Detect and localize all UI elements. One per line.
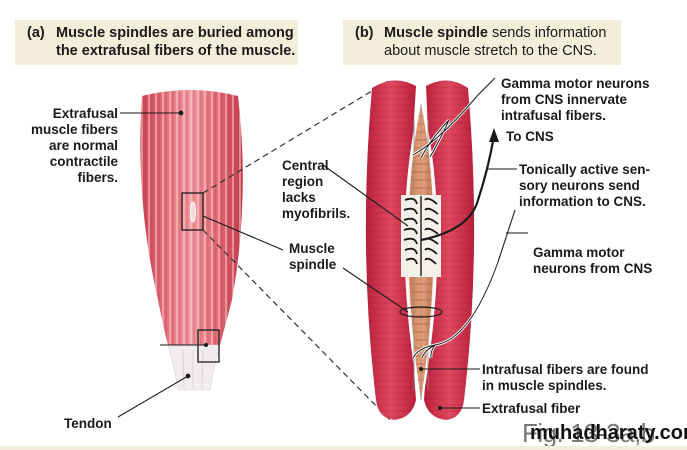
extrafusal-fiber-right bbox=[424, 80, 475, 420]
label-central-region: Central region lacks myofibrils. bbox=[282, 158, 351, 221]
label-gamma-motor-from-cns: Gamma motor neurons from CNS bbox=[533, 245, 653, 276]
caption-b-line2: about muscle stretch to the CNS. bbox=[384, 43, 597, 59]
caption-panel-a: (a) Muscle spindles are buried among the… bbox=[15, 20, 298, 65]
projection-line-top bbox=[202, 79, 391, 194]
label-intrafusal-fibers: Intrafusal fibers are found in muscle sp… bbox=[482, 362, 649, 393]
leader-lines bbox=[117, 77, 528, 418]
label-extrafusal-fiber: Extrafusal fiber bbox=[482, 401, 581, 416]
label-extrafusal-muscle-fibers: Extrafusal muscle fibers are normal cont… bbox=[30, 106, 118, 185]
caption-b-prefix: (b) bbox=[355, 25, 374, 41]
watermark: muhadharaty.com bbox=[530, 422, 687, 444]
caption-a-prefix: (a) bbox=[27, 25, 45, 41]
label-gamma-motor-innervate: Gamma motor neurons from CNS innervate i… bbox=[501, 76, 650, 123]
to-cns-arrow-icon bbox=[489, 128, 499, 142]
label-to-cns: To CNS bbox=[506, 129, 554, 144]
neuron-paths bbox=[399, 94, 500, 359]
caption-b-bold: Muscle spindle bbox=[384, 25, 488, 41]
caption-a-line1: Muscle spindles are buried among bbox=[56, 25, 294, 41]
label-muscle-spindle: Muscle spindle bbox=[289, 241, 337, 272]
extrafusal-fiber-left bbox=[365, 80, 416, 420]
sensory-neuron-to-cns bbox=[420, 135, 496, 242]
figure-label: Fig. 13-3a,b bbox=[522, 418, 655, 448]
sensory-neuron-coils bbox=[403, 196, 439, 276]
caption-b-rest: sends information bbox=[487, 25, 607, 41]
caption-a-line2: the extrafusal fibers of the muscle. bbox=[56, 43, 296, 59]
projection-line-bottom bbox=[202, 229, 391, 421]
caption-b-line1: Muscle spindle sends information bbox=[384, 25, 606, 42]
bottom-strip bbox=[0, 446, 687, 450]
label-tendon: Tendon bbox=[64, 416, 112, 431]
caption-panel-b: (b) Muscle spindle sends information abo… bbox=[343, 20, 621, 65]
whole-muscle-illustration bbox=[140, 90, 243, 391]
label-tonically-active-sensory: Tonically active sen- sory neurons send … bbox=[519, 162, 651, 209]
